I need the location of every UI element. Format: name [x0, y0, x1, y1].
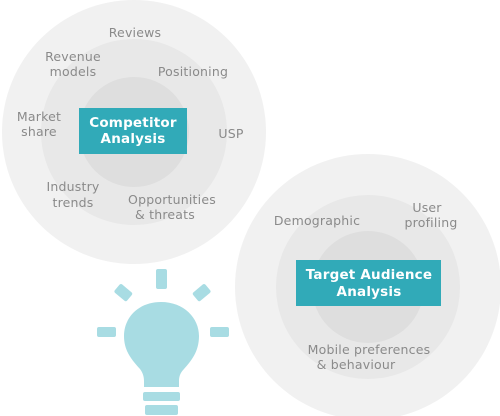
competitor-title-line1: Competitor	[89, 115, 177, 131]
bulb-ray-right	[210, 327, 229, 337]
lightbulb-icon	[97, 269, 229, 415]
bulb-ray-upper-left	[114, 284, 133, 302]
label-opportunities-line2: & threats	[135, 207, 195, 222]
label-revenue-line1: Revenue	[45, 49, 101, 64]
bulb-glass	[124, 302, 199, 387]
label-mobile-line2: & behaviour	[317, 357, 396, 372]
bulb-base-lower	[145, 405, 178, 415]
label-user-line1: User	[412, 200, 442, 215]
label-mobile-line1: Mobile preferences	[308, 342, 431, 357]
label-market-line2: share	[21, 124, 57, 139]
target-audience-group: Target Audience Analysis Demographic Use…	[235, 154, 500, 416]
target-audience-box	[296, 260, 441, 306]
competitor-analysis-box	[79, 108, 187, 154]
label-industry-line2: trends	[52, 195, 93, 210]
bulb-ray-left	[97, 327, 116, 337]
label-opportunities-line1: Opportunities	[128, 192, 216, 207]
competitor-analysis-group: Competitor Analysis Reviews Revenue mode…	[2, 0, 266, 264]
label-industry-line1: Industry	[46, 179, 99, 194]
bulb-ray-upper-right	[192, 284, 211, 302]
label-positioning: Positioning	[158, 64, 228, 79]
bulb-ray-top	[156, 269, 167, 289]
competitor-title-line2: Analysis	[101, 131, 166, 147]
label-usp: USP	[218, 126, 243, 141]
label-market-line1: Market	[17, 109, 61, 124]
target-title-line1: Target Audience	[306, 267, 432, 283]
bulb-base-upper	[143, 392, 180, 401]
label-revenue-line2: models	[50, 64, 97, 79]
label-user-line2: profiling	[405, 215, 458, 230]
label-demographic: Demographic	[274, 213, 360, 228]
label-reviews: Reviews	[109, 25, 162, 40]
target-title-line2: Analysis	[337, 284, 402, 300]
